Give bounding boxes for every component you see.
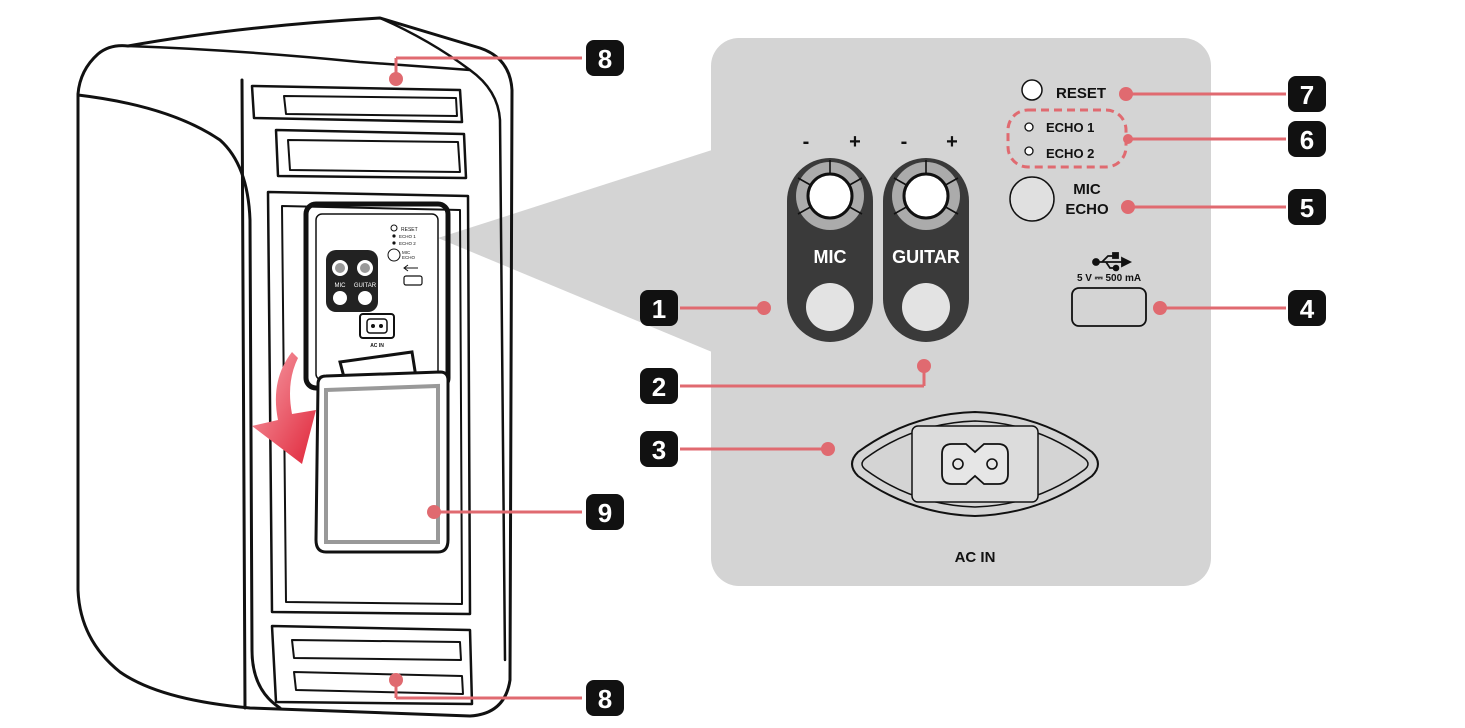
svg-text:5: 5 (1300, 193, 1314, 223)
speaker-body (76, 16, 514, 718)
mic-label: MIC (814, 247, 847, 267)
mini-echo1-label: ECHO 1 (399, 234, 416, 239)
svg-text:8: 8 (598, 684, 612, 714)
svg-text:7: 7 (1300, 80, 1314, 110)
svg-text:2: 2 (652, 372, 666, 402)
echo2-indicator (1024, 146, 1034, 156)
guitar-knob-housing (883, 158, 969, 342)
svg-text:3: 3 (652, 435, 666, 465)
svg-text:1: 1 (652, 294, 666, 324)
mini-mic-label: MIC (335, 283, 347, 289)
mic-jack[interactable] (806, 283, 854, 331)
callout-9: 9 (586, 494, 624, 530)
ac-in-socket[interactable] (851, 410, 1099, 518)
reset-label: RESET (1056, 85, 1106, 102)
mic-minus-label: - (803, 131, 810, 153)
callout-2: 2 (640, 368, 678, 404)
echo1-indicator (1024, 122, 1034, 132)
mic-echo-label-line2: ECHO (1065, 201, 1109, 218)
guitar-plus-label: + (946, 131, 958, 153)
mini-ac-in-label: AC IN (370, 343, 384, 349)
usb-rating-label: 5 V ⎓ 500 mA (1077, 273, 1141, 284)
echo1-label: ECHO 1 (1046, 120, 1094, 135)
callout-4: 4 (1288, 290, 1326, 326)
mini-connector-panel: MIC GUITAR RESET ECHO 1 ECHO 2 MIC ECHO … (303, 201, 451, 391)
rubber-cover (314, 350, 450, 554)
guitar-jack[interactable] (902, 283, 950, 331)
echo2-label: ECHO 2 (1046, 146, 1094, 161)
mic-volume-knob[interactable] (806, 172, 854, 220)
mini-echo2-label: ECHO 2 (399, 241, 416, 246)
callout-6: 6 (1288, 121, 1326, 157)
svg-text:6: 6 (1300, 125, 1314, 155)
usb-port[interactable] (1071, 287, 1147, 327)
mini-reset-label: RESET (401, 227, 418, 233)
svg-text:4: 4 (1300, 294, 1315, 324)
callout-leader-lines (389, 56, 1286, 700)
ac-in-label: AC IN (955, 549, 996, 566)
callout-badges: 8 7 6 5 4 1 2 3 9 8 (586, 40, 1326, 716)
mini-guitar-label: GUITAR (354, 283, 377, 289)
usb-icon (1092, 252, 1133, 272)
reset-button[interactable] (1021, 79, 1043, 101)
callout-7: 7 (1288, 76, 1326, 112)
callout-1: 1 (640, 290, 678, 326)
callout-8-top: 8 (586, 40, 624, 76)
svg-text:9: 9 (598, 498, 612, 528)
guitar-volume-knob[interactable] (902, 172, 950, 220)
callout-5: 5 (1288, 189, 1326, 225)
mic-echo-label-line1: MIC (1073, 181, 1101, 198)
svg-text:8: 8 (598, 44, 612, 74)
mic-plus-label: + (849, 131, 861, 153)
guitar-minus-label: - (901, 131, 908, 153)
callout-3: 3 (640, 431, 678, 467)
mic-knob-housing (787, 158, 873, 342)
callout-8-bottom: 8 (586, 680, 624, 716)
open-cover-arrow (252, 352, 316, 464)
mic-echo-button[interactable] (1009, 176, 1055, 222)
mini-usb-icon (403, 264, 418, 272)
mini-mic-echo-label-2: ECHO (402, 255, 416, 260)
mini-mic-echo-label-1: MIC (402, 250, 411, 255)
guitar-label: GUITAR (892, 247, 960, 267)
